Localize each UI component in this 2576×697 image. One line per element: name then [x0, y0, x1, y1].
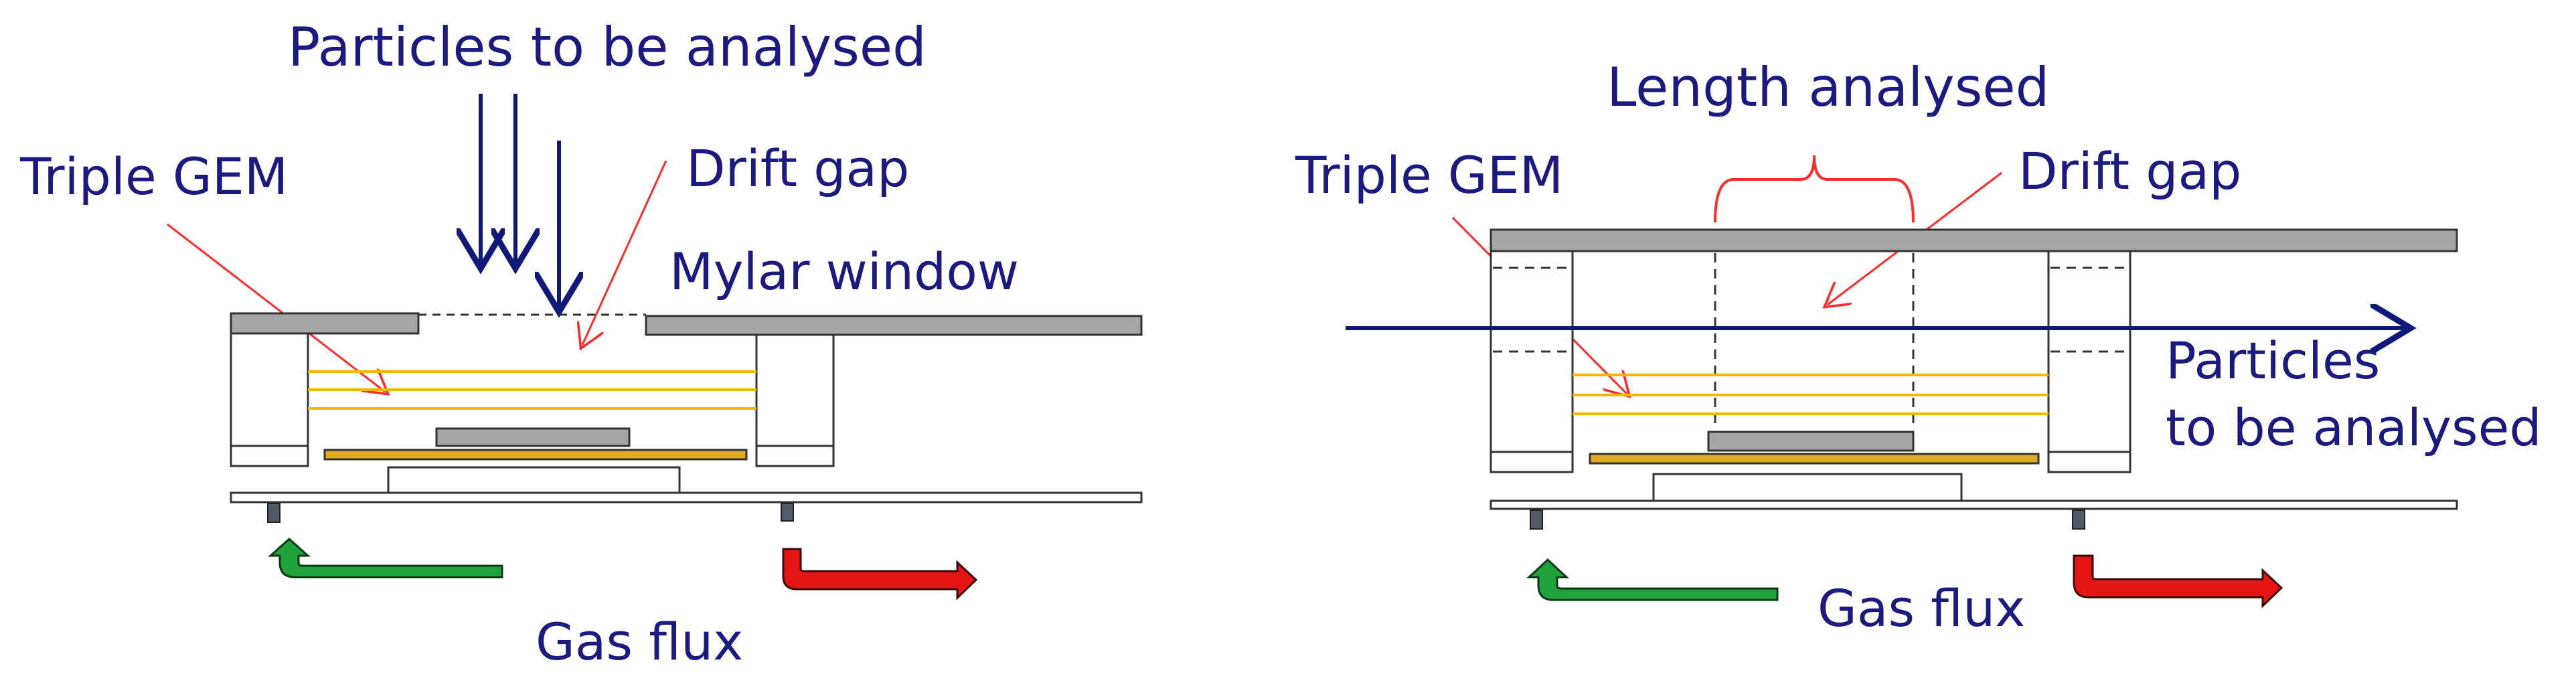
left-particle-arrows — [481, 94, 559, 308]
right-anode-block — [1707, 431, 1915, 452]
right-particles-label-line1: Particles — [2166, 331, 2380, 390]
length-bracket — [1714, 155, 1915, 223]
right-drift-gap-label: Drift gap — [2018, 141, 2241, 201]
right-gas-out-arrow — [2073, 554, 2283, 609]
top-plate-right — [645, 315, 1143, 336]
right-spacer-base — [755, 445, 835, 467]
right-top-plate — [1490, 228, 2458, 252]
gas-inlet-connector — [267, 503, 280, 523]
right-base-plate — [1490, 499, 2458, 510]
right-gem-foils — [1573, 374, 2048, 415]
right-triple-gem-label: Triple GEM — [1295, 145, 1563, 205]
left-particles-label: Particles to be analysed — [288, 16, 927, 78]
right-readout-plane — [1589, 453, 2040, 465]
right-gas-in-arrow — [1526, 558, 1779, 601]
triple-gem-callout — [167, 223, 385, 392]
left-electronics-box — [387, 466, 681, 494]
drift-gap-callout — [582, 160, 667, 345]
left-anode-block — [435, 427, 631, 447]
right-gas-inlet-connector — [1530, 510, 1543, 530]
left-spacer-base — [230, 445, 309, 467]
right-gas-outlet-connector — [2072, 510, 2085, 530]
top-plate-left — [230, 312, 420, 335]
right-left-spacer-base — [1490, 451, 1574, 473]
right-particles-label-line2: to be analysed — [2166, 398, 2542, 457]
left-base-plate — [230, 491, 1143, 504]
left-drift-gap-label: Drift gap — [686, 139, 909, 198]
gas-outlet-connector — [781, 503, 794, 522]
gas-out-arrow — [782, 548, 978, 601]
gas-in-arrow — [268, 537, 503, 578]
left-spacer — [230, 332, 309, 447]
length-analysed-label: Length analysed — [1607, 56, 2049, 119]
right-detector: Length analysed Triple GEM Drift gap — [1295, 56, 2542, 638]
right-right-spacer-base — [2047, 451, 2131, 473]
left-detector: Particles to be analysed Triple GEM Drif… — [19, 16, 1143, 672]
right-electronics-box — [1652, 473, 1963, 502]
left-triple-gem-label: Triple GEM — [19, 147, 288, 206]
analysed-region-bounds — [1714, 253, 1915, 430]
right-gas-flux-label: Gas flux — [1818, 578, 2025, 638]
left-gem-foils — [308, 370, 756, 410]
right-spacer — [755, 333, 835, 447]
spacer-dashes — [1493, 266, 2128, 353]
left-mylar-window-label: Mylar window — [669, 242, 1019, 301]
left-readout-plane — [323, 449, 748, 461]
left-gas-flux-label: Gas flux — [536, 612, 743, 672]
